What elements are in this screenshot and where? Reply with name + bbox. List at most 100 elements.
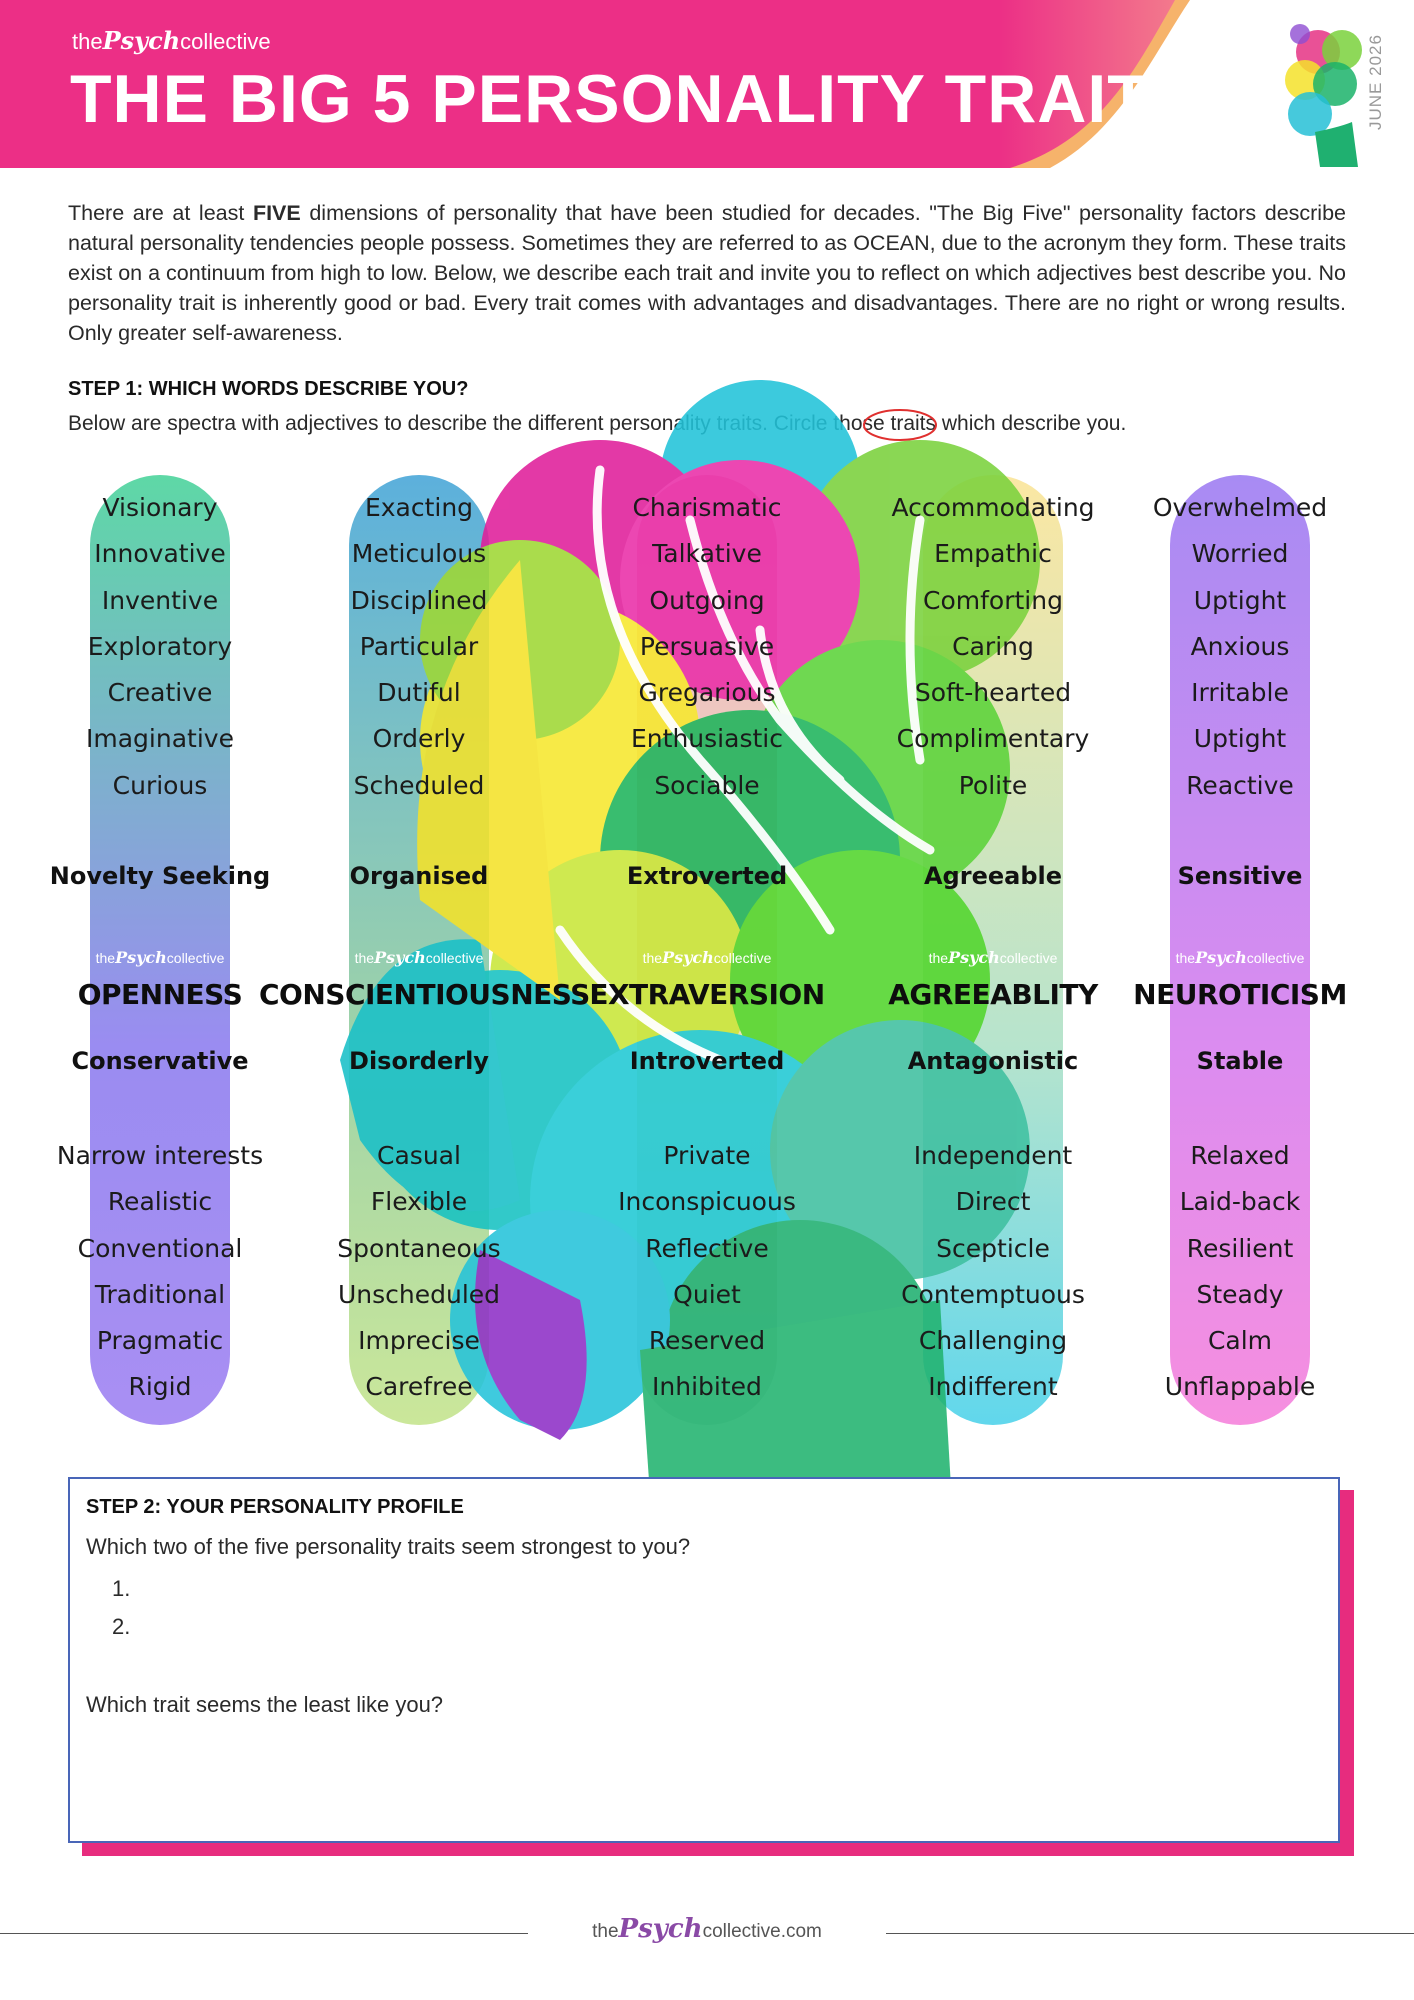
adjective[interactable]: Calm [1207,1326,1273,1356]
neuroticism-low-label: Stable [1196,1047,1284,1075]
step2-box [68,1477,1340,1843]
adjective[interactable]: Overwhelmed [1152,493,1328,522]
footer-divider-left [0,1933,528,1934]
adjective[interactable]: Creative [107,678,213,708]
agreeableness-low-words: Independent Direct Scepticle Contemptuou… [853,1133,1133,1411]
conscientiousness-high-label: Organised [349,862,489,890]
head-logo-icon [1285,24,1362,167]
extraversion-low-words: Private Inconspicuous Reflective Quiet R… [567,1133,847,1411]
intro-paragraph: There are at least FIVE dimensions of pe… [68,201,1346,345]
adjective[interactable]: Inconspicuous [618,1187,796,1217]
adjective[interactable]: Spontaneous [337,1233,501,1263]
adjective[interactable]: Independent [913,1141,1073,1170]
agreeableness-high-words: Accommodating Empathic Comforting Caring… [853,485,1133,809]
adjective[interactable]: Resilient [1186,1233,1294,1263]
answer-line-1[interactable]: 1. [112,1576,131,1601]
adjective[interactable]: Talkative [652,539,762,569]
adjective[interactable]: Scheduled [353,770,485,800]
adjective[interactable]: Charismatic [632,493,782,522]
adjective[interactable]: Uptight [1193,724,1287,754]
adjective[interactable]: Irritable [1191,678,1289,708]
adjective[interactable]: Outgoing [649,585,765,615]
adjective[interactable]: Empathic [934,539,1052,569]
adjective[interactable]: Scepticle [936,1233,1050,1263]
adjective[interactable]: Flexible [370,1187,468,1217]
adjective[interactable]: Traditional [94,1279,226,1309]
adjective[interactable]: Realistic [107,1187,213,1217]
page-title: THE BIG 5 PERSONALITY TRAITS [70,61,1190,137]
adjective[interactable]: Reflective [645,1233,769,1263]
adjective[interactable]: Conventional [77,1233,243,1263]
adjective[interactable]: Exploratory [87,631,233,661]
adjective[interactable]: Disciplined [350,585,488,615]
adjective[interactable]: Soft-hearted [914,678,1072,708]
step1-instructions: Below are spectra with adjectives to des… [68,412,1127,435]
adjective[interactable]: Polite [958,770,1028,800]
neuroticism-high-words: Overwhelmed Worried Uptight Anxious Irri… [1100,485,1380,809]
adjective[interactable]: Rigid [128,1372,192,1402]
adjective[interactable]: Complimentary [896,724,1090,754]
openness-spectrum-bar [90,475,230,1425]
adjective[interactable]: Steady [1196,1279,1284,1309]
answer-line-2[interactable]: 2. [112,1614,131,1639]
trait-name-conscientiousness: CONSCIENTIOUSNESS [259,978,590,1011]
extraversion-high-words: Charismatic Talkative Outgoing Persuasiv… [567,485,847,809]
neuroticism-high-label: Sensitive [1177,862,1303,890]
adjective[interactable]: Sociable [654,770,760,800]
adjective[interactable]: Gregarious [638,678,776,708]
adjective[interactable]: Visionary [102,493,218,522]
step2-question-strongest: Which two of the five personality traits… [86,1534,691,1559]
openness-low-words: Narrow interests Realistic Conventional … [20,1133,300,1411]
footer-website[interactable]: thePsychcollective.com [592,1914,822,1944]
issue-date: JUNE 2026 [1366,34,1385,130]
adjective[interactable]: Relaxed [1190,1141,1290,1170]
brand-mark: thePsychcollective [95,948,225,967]
adjective[interactable]: Inventive [101,585,219,615]
adjective[interactable]: Orderly [372,724,466,754]
extraversion-low-label: Introverted [629,1047,785,1075]
brand-mark: thePsychcollective [928,948,1058,967]
adjective[interactable]: Reserved [648,1326,766,1356]
neuroticism-spectrum-bar [1170,475,1310,1425]
adjective[interactable]: Direct [955,1187,1031,1217]
openness-high-label: Novelty Seeking [49,862,271,890]
adjective[interactable]: Persuasive [639,631,775,661]
adjective[interactable]: Innovative [94,539,226,569]
adjective[interactable]: Anxious [1190,631,1290,661]
adjective[interactable]: Pragmatic [96,1326,224,1356]
adjective[interactable]: Inhibited [652,1372,762,1402]
adjective[interactable]: Uptight [1193,585,1287,615]
adjective[interactable]: Accommodating [891,493,1095,522]
adjective[interactable]: Exacting [364,493,474,522]
step2-heading: STEP 2: YOUR PERSONALITY PROFILE [86,1496,464,1518]
adjective[interactable]: Contemptuous [901,1279,1085,1309]
adjective[interactable]: Unflappable [1164,1372,1316,1402]
adjective[interactable]: Meticulous [351,539,487,569]
trait-name-neuroticism: NEUROTICISM [1133,978,1347,1011]
brand-mark: thePsychcollective [1175,948,1305,967]
extraversion-high-label: Extroverted [626,862,788,890]
adjective[interactable]: Challenging [918,1326,1068,1356]
conscientiousness-low-words: Casual Flexible Spontaneous Unscheduled … [279,1133,559,1411]
adjective[interactable]: Worried [1191,539,1289,569]
adjective[interactable]: Caring [952,631,1034,661]
adjective[interactable]: Laid-back [1179,1187,1301,1217]
adjective[interactable]: Narrow interests [56,1141,264,1170]
adjective[interactable]: Imprecise [358,1326,480,1356]
adjective[interactable]: Quiet [673,1279,741,1309]
adjective[interactable]: Unscheduled [337,1279,501,1309]
adjective[interactable]: Comforting [923,585,1063,615]
adjective[interactable]: Particular [359,631,479,661]
adjective[interactable]: Carefree [365,1372,473,1402]
adjective[interactable]: Private [663,1141,751,1170]
adjective[interactable]: Dutiful [377,678,461,708]
brand-logo-text: thePsychcollective [72,26,271,55]
adjective[interactable]: Enthusiastic [631,724,783,754]
adjective[interactable]: Casual [377,1141,461,1170]
openness-high-words: Visionary Innovative Inventive Explorato… [20,485,300,809]
adjective[interactable]: Indifferent [928,1372,1058,1402]
brand-mark: thePsychcollective [354,948,484,967]
adjective[interactable]: Reactive [1186,770,1294,800]
adjective[interactable]: Imaginative [86,724,234,754]
adjective[interactable]: Curious [112,770,208,800]
